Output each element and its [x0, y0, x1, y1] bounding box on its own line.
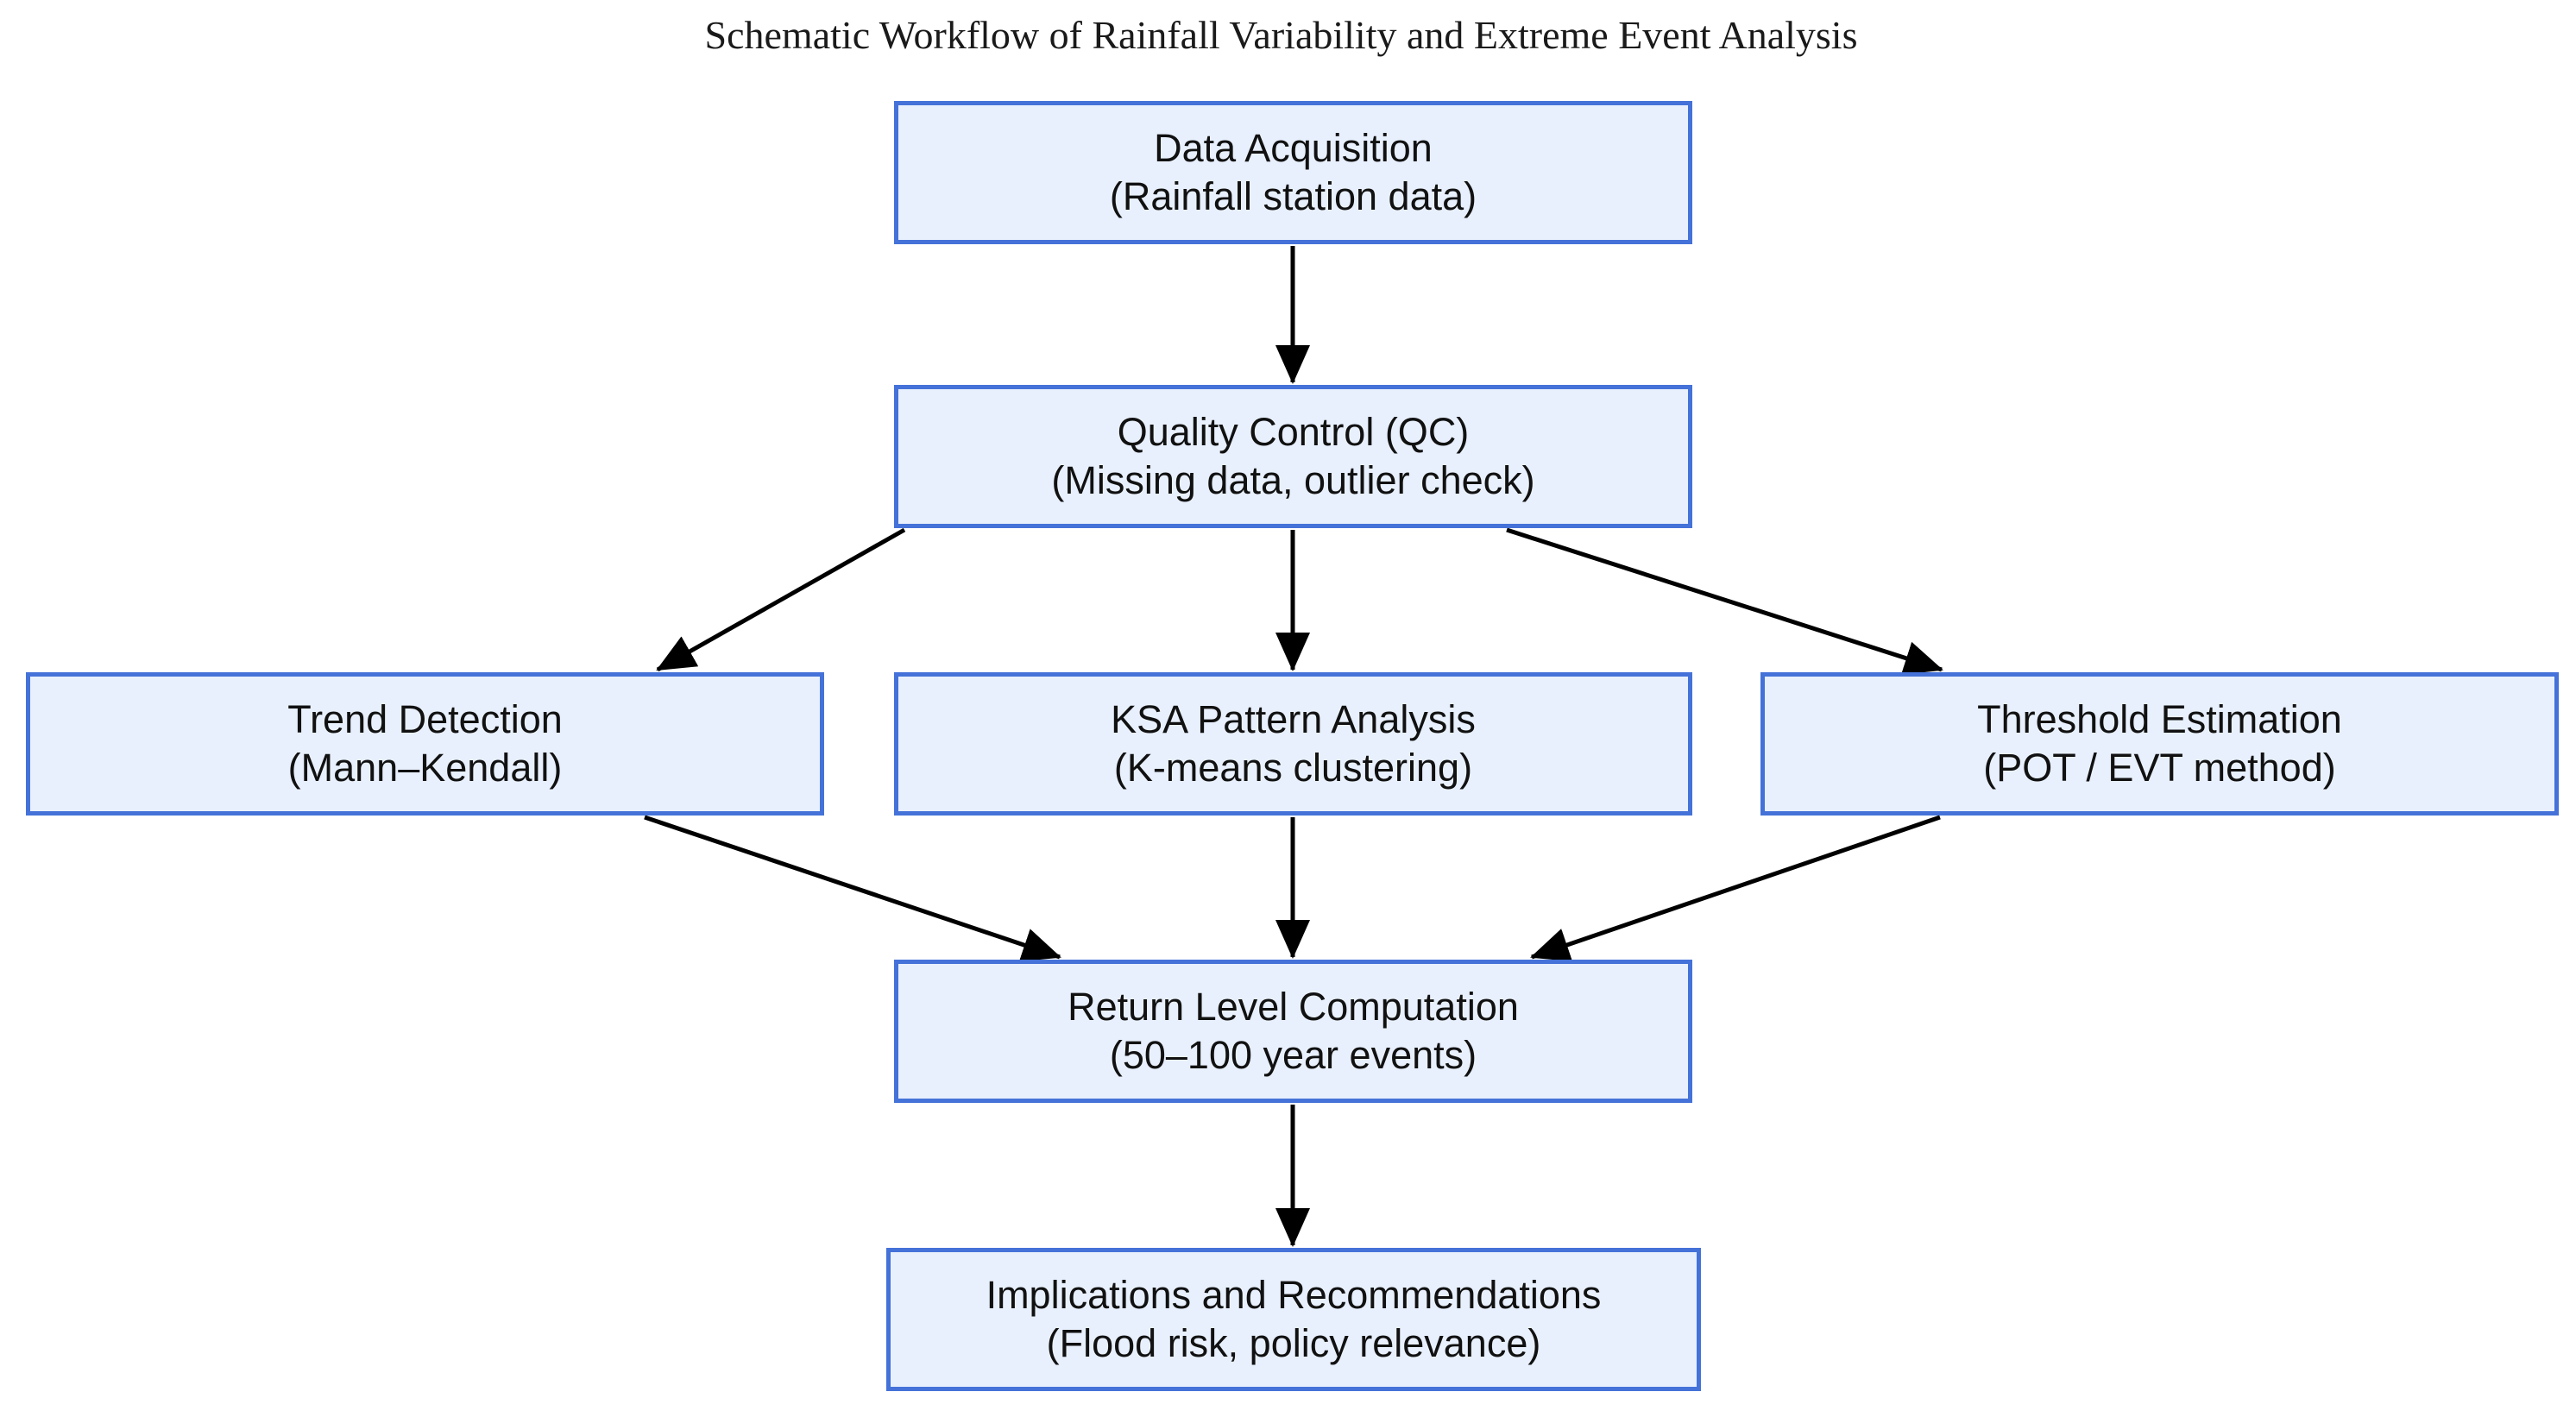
node-implications-recommendations[interactable]: Implications and Recommendations(Flood r…: [886, 1248, 1701, 1391]
node-threshold-estimation[interactable]: Threshold Estimation (POT / EVT method): [1760, 672, 2559, 816]
node-label-primary: Trend Detection: [287, 696, 563, 741]
page-title-text: Schematic Workflow of Rainfall Variabili…: [704, 13, 1858, 57]
node-ksa-pattern-analysis[interactable]: KSA Pattern Analysis (K-means clustering): [894, 672, 1692, 816]
node-label-primary: Return Level Computation: [1068, 984, 1519, 1029]
node-label-primary: Threshold Estimation: [1977, 696, 2342, 741]
edge-trend-to-return: [644, 815, 1061, 962]
node-label-primary: Data Acquisition: [1154, 125, 1433, 170]
edge-threshold-to-return: [1530, 815, 1941, 961]
node-trend-detection[interactable]: Trend Detection (Mann–Kendall): [26, 672, 824, 816]
node-quality-control[interactable]: Quality Control (QC)(Missing data, outli…: [894, 385, 1692, 528]
edge-qc-to-trend: [656, 527, 906, 672]
node-label-secondary: (POT / EVT method): [1983, 746, 2336, 790]
page-title: Schematic Workflow of Rainfall Variabili…: [0, 12, 2576, 58]
node-return-level-computation[interactable]: Return Level Computation(50–100 year eve…: [894, 960, 1692, 1103]
node-label-secondary: (50–100 year events): [1109, 1033, 1477, 1077]
node-label-secondary: (Mann–Kendall): [287, 746, 563, 790]
node-label-secondary: (Flood risk, policy relevance): [1046, 1321, 1541, 1365]
node-label-secondary: (K-means clustering): [1113, 746, 1473, 790]
node-data-acquisition[interactable]: Data Acquisition(Rainfall station data): [894, 101, 1692, 244]
node-label-secondary: (Missing data, outlier check): [1051, 458, 1535, 502]
node-label-primary: Implications and Recommendations: [986, 1272, 1602, 1317]
node-label-primary: KSA Pattern Analysis: [1111, 696, 1476, 741]
edge-qc-to-threshold: [1506, 527, 1943, 675]
node-label-secondary: (Rainfall station data): [1109, 174, 1477, 218]
node-label-primary: Quality Control (QC): [1117, 409, 1470, 454]
